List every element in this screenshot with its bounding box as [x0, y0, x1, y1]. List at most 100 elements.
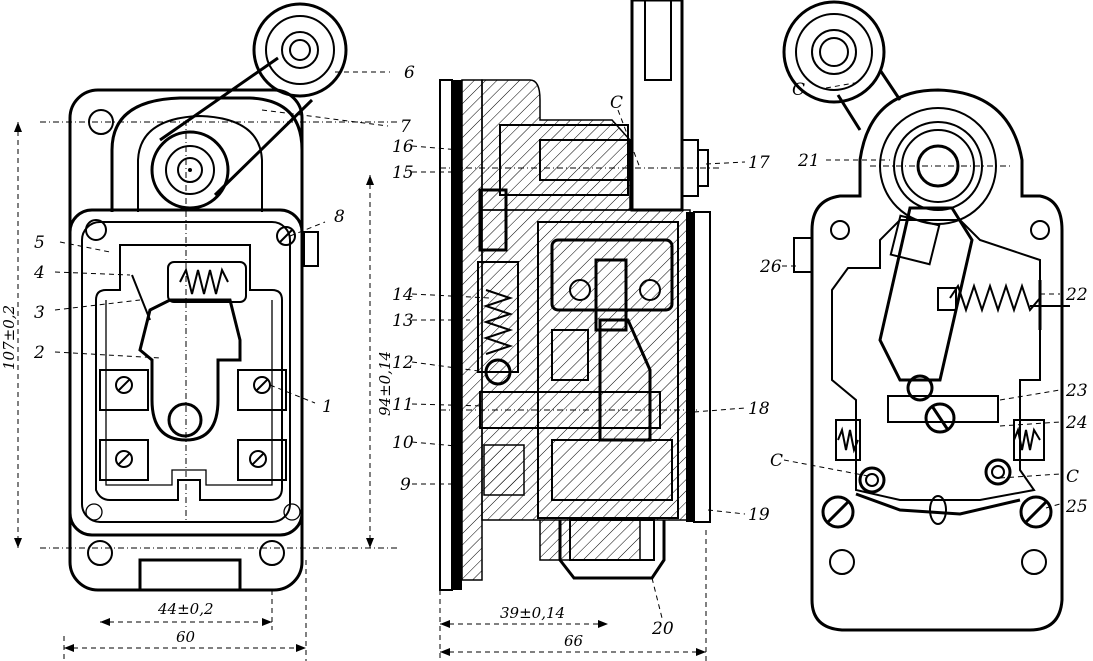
- dim-front-width-inner: 44±0,2: [157, 600, 214, 618]
- label-12: 12: [392, 353, 414, 373]
- label-20: 20: [651, 619, 674, 639]
- label-c-top: C: [792, 80, 805, 100]
- roller: [252, 2, 348, 98]
- spring: [179, 267, 229, 295]
- shaft-housing-inner: [137, 114, 263, 212]
- label-6: 6: [404, 63, 415, 83]
- cover-hole: [283, 503, 301, 521]
- front-view: 1 2 3 4 5 6 7 8 107±0,2 94±0,14 44±0,2: [0, 2, 415, 661]
- lever-pin: [131, 274, 151, 321]
- spring-24: [1013, 426, 1041, 451]
- internal-cavity: [831, 219, 1041, 501]
- label-2: 2: [33, 343, 45, 363]
- dim-front-height-inner: 94±0,14: [376, 351, 394, 416]
- spring-cavity: [477, 261, 519, 373]
- cover-screw: [276, 226, 296, 246]
- ball-internal: [906, 374, 934, 402]
- cable-gland: [558, 520, 666, 580]
- label-22: 22: [1065, 285, 1088, 305]
- side-section: 9 10 11 12 13 14 15 16 17 18 19 20 C 39±…: [392, 0, 770, 661]
- label-c-left: C: [770, 451, 783, 471]
- carrier-pivot: [167, 402, 203, 438]
- label-7: 7: [400, 117, 411, 137]
- front-bottom-boss: [138, 558, 242, 590]
- label-19: 19: [748, 505, 770, 525]
- label-25: 25: [1065, 497, 1088, 517]
- front-cover-inner: [81, 221, 291, 523]
- label-16: 16: [392, 137, 414, 157]
- front-leaders: [54, 71, 390, 404]
- contact-block-right: [237, 369, 287, 411]
- dim-front-height-outer: 107±0,2: [0, 305, 18, 370]
- mounting-hole: [87, 540, 113, 566]
- shaft-bore: [499, 124, 629, 196]
- spring-14: [482, 289, 514, 355]
- label-c-side: C: [610, 93, 623, 113]
- front-cover: [68, 208, 304, 537]
- label-15: 15: [392, 163, 414, 183]
- internal-roller: [782, 0, 886, 104]
- spring-box: [167, 261, 247, 303]
- shaft-hub: [150, 130, 230, 210]
- contact-bridge: [550, 238, 674, 312]
- dim-front-width-outer: 60: [176, 628, 196, 646]
- spring-left: [837, 426, 859, 454]
- pivot-c-left: [858, 466, 886, 494]
- side-dimensions: [439, 530, 707, 661]
- inner-chamber: [95, 244, 283, 501]
- internal-housing: [810, 88, 1064, 632]
- label-23: 23: [1065, 381, 1088, 401]
- label-3: 3: [34, 303, 45, 323]
- cover-18: [686, 212, 694, 522]
- pivot-c-right: [984, 458, 1012, 486]
- cover-hole: [85, 503, 103, 521]
- shaft: [539, 139, 631, 181]
- screw-23: [924, 402, 956, 434]
- cam-plate: [598, 318, 652, 442]
- contact-chamber: [537, 221, 679, 519]
- contact-carrier: [138, 298, 242, 442]
- side-knob-26: [793, 237, 813, 273]
- label-9: 9: [400, 475, 411, 495]
- label-5: 5: [34, 233, 45, 253]
- label-14: 14: [392, 285, 414, 305]
- internal-leaders: [782, 81, 1061, 509]
- internal-view: C 21 22 23 24 25 26 C C: [759, 0, 1088, 632]
- label-10: 10: [392, 433, 414, 453]
- internal-lever: [878, 206, 974, 382]
- internal-arm: [836, 69, 902, 131]
- label-8: 8: [334, 207, 345, 227]
- dim-side-width-inner: 39±0,14: [500, 604, 565, 622]
- mounting-hole: [829, 549, 855, 575]
- label-c-right: C: [1066, 467, 1079, 487]
- actuator-arm: [159, 56, 314, 197]
- side-knob: [303, 231, 319, 267]
- spring-22: [949, 282, 1041, 314]
- label-13: 13: [392, 311, 414, 331]
- cover-19: [693, 211, 711, 523]
- lower-block: [483, 444, 525, 496]
- contact-slider: [594, 258, 628, 332]
- contact-bar-23: [887, 395, 999, 423]
- label-11: 11: [392, 395, 414, 415]
- side-mounting-plate: [452, 80, 462, 590]
- side-leaders: [411, 109, 746, 619]
- dim-side-width-outer: 66: [564, 632, 584, 650]
- contact-block-left-lower: [99, 439, 149, 481]
- cover-hole: [85, 219, 107, 241]
- label-18: 18: [748, 399, 770, 419]
- screw-25: [1019, 495, 1053, 529]
- contact-block-right-lower: [237, 439, 287, 481]
- mounting-hole: [259, 540, 285, 566]
- contact-block-left: [99, 369, 149, 411]
- side-lever-arm: [630, 0, 684, 212]
- shaft-housing: [110, 96, 304, 212]
- label-21: 21: [797, 151, 820, 171]
- label-1: 1: [322, 397, 333, 417]
- label-24: 24: [1065, 413, 1088, 433]
- screw-25-left: [821, 495, 855, 529]
- label-26: 26: [759, 257, 782, 277]
- label-17: 17: [748, 153, 770, 173]
- mounting-hole: [1021, 549, 1047, 575]
